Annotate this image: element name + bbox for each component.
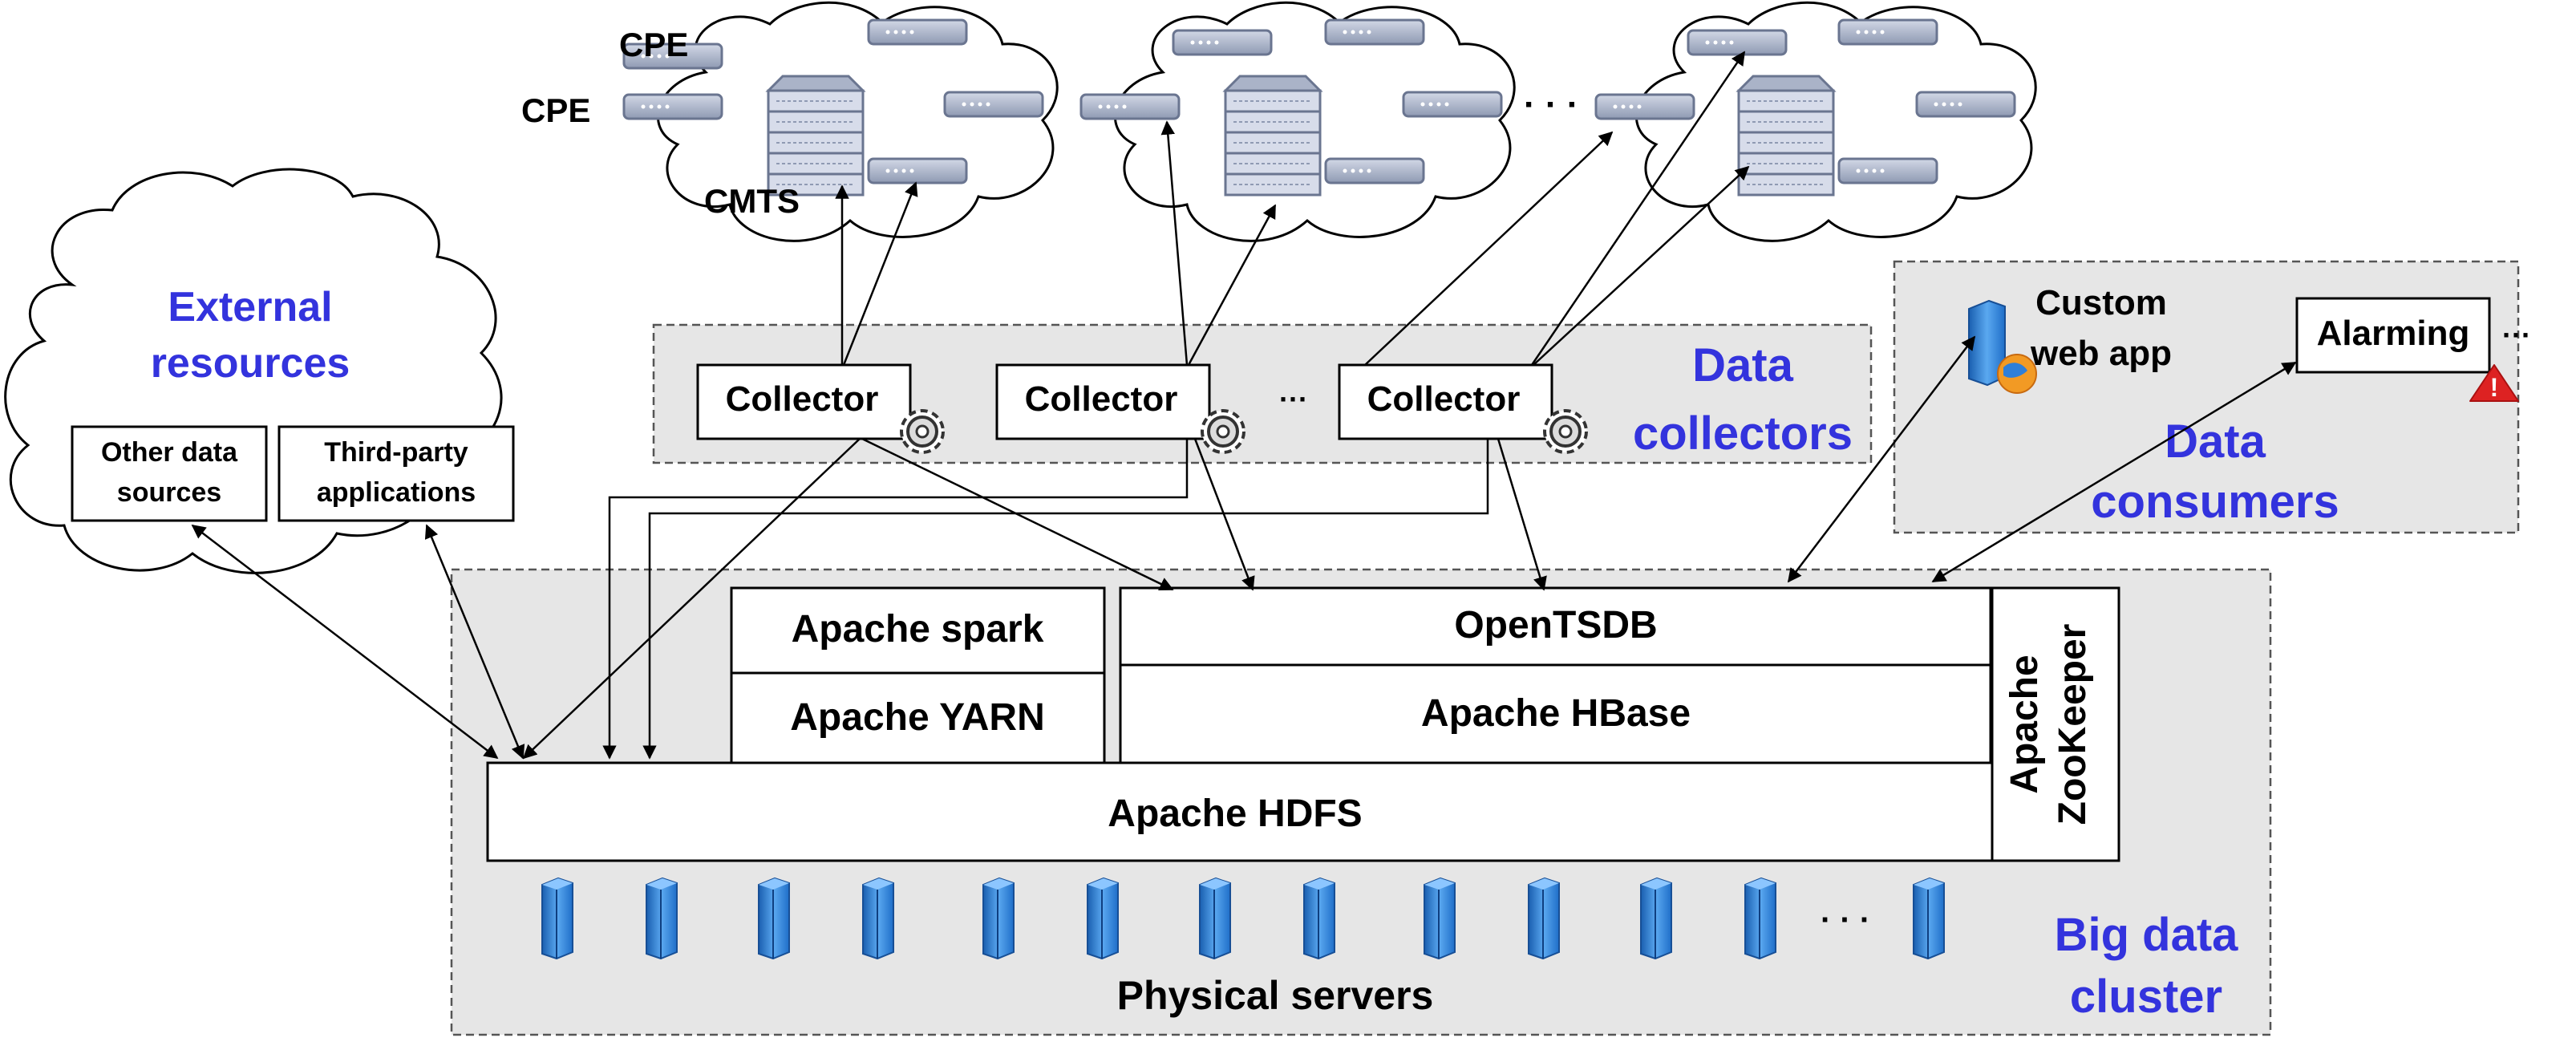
server-icon <box>646 878 678 959</box>
server-icon <box>541 878 573 959</box>
modem-icon <box>1402 91 1503 118</box>
third-party-applications-label: applications <box>317 477 476 508</box>
cmts-server-icon <box>1737 75 1835 197</box>
svg-text:!: ! <box>2490 373 2499 402</box>
apache-yarn-box: Apache YARN <box>730 671 1106 764</box>
data-collectors-title: collectors <box>1633 407 1853 460</box>
modem-icon <box>1915 91 2016 118</box>
server-icon <box>1424 878 1456 959</box>
modem-icon <box>1687 29 1788 56</box>
apache-yarn-label: Apache YARN <box>790 696 1044 739</box>
apache-zookeeper-label: Apache <box>2003 655 2046 793</box>
cpe-label: CPE <box>521 91 590 129</box>
custom-web-app-label: web app <box>2030 334 2172 373</box>
consumers-ellipsis: ··· <box>2502 318 2531 351</box>
modem-icon <box>622 93 723 120</box>
custom-web-app-label: Custom <box>2035 283 2167 322</box>
cpe-label: CPE <box>619 26 688 63</box>
apache-hdfs-box: Apache HDFS <box>486 761 1994 862</box>
apache-spark-label: Apache spark <box>792 608 1044 651</box>
apache-spark-box: Apache spark <box>730 586 1106 675</box>
data-collectors-title: Data <box>1692 339 1793 391</box>
opentsdb-label: OpenTSDB <box>1454 604 1657 647</box>
cmts-server-icon <box>767 75 865 197</box>
alarming-label: Alarming <box>2317 314 2470 353</box>
clouds-ellipsis: · · · <box>1524 85 1578 124</box>
modem-icon <box>1324 157 1425 184</box>
big-data-cluster-title: Big data <box>2055 909 2239 961</box>
third-party-applications-box: Third-party applications <box>277 425 515 522</box>
server-icon <box>982 878 1015 959</box>
server-icon <box>1087 878 1119 959</box>
connection-arrows <box>191 51 2297 760</box>
data-consumers-title: Data <box>2165 416 2266 468</box>
data-consumers-title: consumers <box>2091 476 2339 528</box>
modem-icon <box>1324 18 1425 46</box>
big-data-cluster-title: cluster <box>2070 971 2222 1023</box>
collector-box-2: Collector <box>995 363 1211 440</box>
collector-label: Collector <box>726 379 879 419</box>
apache-hbase-box: Apache HBase <box>1119 663 1992 764</box>
warning-icon: ! <box>2469 364 2519 402</box>
collector-box-1: Collector <box>696 363 912 440</box>
gear-icon <box>1201 409 1245 454</box>
collector-box-3: Collector <box>1338 363 1553 440</box>
server-icon <box>758 878 790 959</box>
collectors-ellipsis: ··· <box>1279 383 1308 416</box>
gear-icon <box>900 409 945 454</box>
external-resources-title: External <box>168 284 332 330</box>
collector-label: Collector <box>1367 379 1521 419</box>
modem-icon <box>1837 18 1938 46</box>
modem-icon <box>1079 93 1181 120</box>
cmts-label: CMTS <box>704 182 800 220</box>
server-icon <box>1303 878 1335 959</box>
gear-icon <box>1543 409 1588 454</box>
server-icon <box>1640 878 1672 959</box>
modem-icon <box>1594 93 1695 120</box>
other-data-sources-label: sources <box>117 477 221 508</box>
modem-icon <box>867 157 968 184</box>
modem-icon <box>1837 157 1938 184</box>
servers-ellipsis: · · · <box>1821 902 1870 938</box>
other-data-sources-label: Other data <box>101 437 238 468</box>
physical-servers-label: Physical servers <box>1117 973 1434 1018</box>
cmts-server-icon <box>1224 75 1322 197</box>
modem-icon <box>867 18 968 46</box>
modem-icon <box>1172 29 1273 56</box>
server-icon <box>1528 878 1560 959</box>
other-data-sources-box: Other data sources <box>71 425 268 522</box>
server-icon <box>1744 878 1776 959</box>
apache-zookeeper-label: ZooKeeper <box>2051 624 2094 825</box>
server-icon <box>862 878 894 959</box>
server-icon <box>1913 878 1945 959</box>
modem-icon <box>943 91 1044 118</box>
apache-zookeeper-box: Apache ZooKeeper <box>1991 586 2120 862</box>
server-icon <box>1199 878 1231 959</box>
apache-hbase-label: Apache HBase <box>1421 692 1691 735</box>
apache-hdfs-label: Apache HDFS <box>1108 793 1362 835</box>
collector-label: Collector <box>1025 379 1178 419</box>
third-party-applications-label: Third-party <box>324 437 468 468</box>
opentsdb-box: OpenTSDB <box>1119 586 1992 667</box>
alarming-box: Alarming <box>2295 297 2491 374</box>
external-resources-title: resources <box>151 340 350 387</box>
